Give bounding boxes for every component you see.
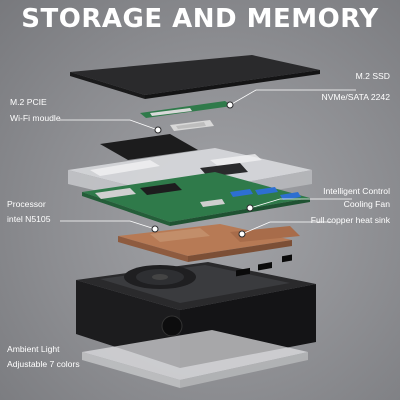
ssd-module: [140, 101, 232, 118]
label-m2-ssd: M.2 SSD: [355, 71, 390, 81]
top-lid: [70, 55, 320, 99]
heat-pad: [100, 134, 198, 160]
label-cooling-fan: Cooling Fan: [343, 199, 390, 209]
label-nvme: NVMe/SATA 2242: [321, 92, 390, 102]
mainboard: [82, 172, 310, 226]
label-ambient-light: Ambient Light: [7, 344, 60, 354]
label-cpu-model: intel N5105: [7, 214, 51, 224]
label-processor: Processor: [7, 199, 46, 209]
wifi-module: [170, 120, 214, 131]
copper-heat-sink: [118, 224, 300, 262]
page-title: STORAGE AND MEMORY: [21, 4, 379, 34]
callout-dots: [151, 101, 254, 238]
label-adjustable: Adjustable 7 colors: [7, 359, 80, 369]
label-wifi: Wi-Fi moudle: [10, 113, 61, 123]
label-intelligent-control: Intelligent Control: [323, 186, 390, 196]
label-m2-pcie: M.2 PCIE: [10, 97, 47, 107]
label-heat-sink: Full copper heat sink: [310, 215, 390, 225]
callout-lines: [60, 89, 356, 235]
ambient-light-base: [82, 330, 308, 388]
